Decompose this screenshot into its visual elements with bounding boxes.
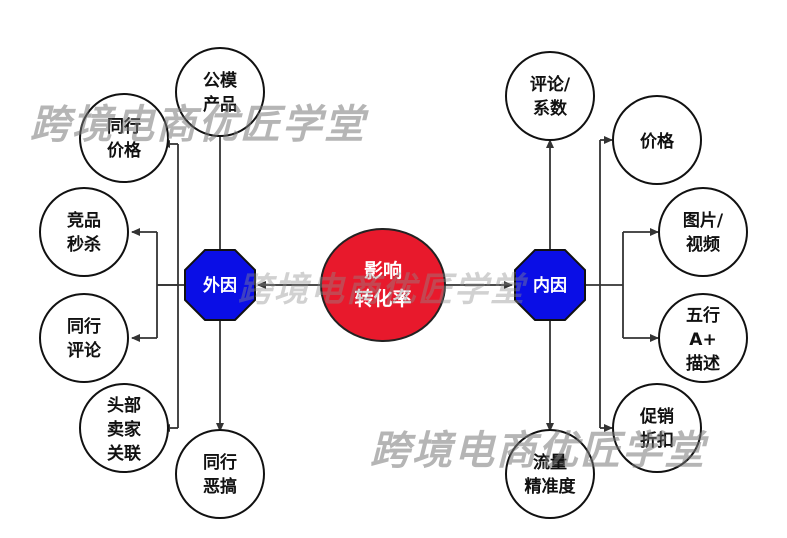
watermark-bottom-right: 跨境电商优匠学堂: [370, 427, 706, 474]
connectors: [131, 126, 659, 432]
watermark-top-left: 跨境电商优匠学堂: [30, 101, 366, 148]
node-top-models: 公模 产品: [175, 47, 265, 137]
peer-sabotage-line-1: 同行: [203, 452, 237, 473]
center-line-1: 影响: [364, 259, 402, 282]
node-five-bullets: 五行 A+ 描述: [658, 293, 748, 383]
top-seller-links-line-2: 卖家: [107, 419, 141, 440]
peer-sabotage-line-2: 恶搞: [203, 476, 237, 497]
top-models-line-1: 公模: [203, 70, 238, 91]
hub-external: 外因: [184, 249, 256, 321]
center-node: 影响 转化率: [320, 228, 446, 342]
price-line-1: 价格: [640, 131, 675, 152]
images-video-line-1: 图片/: [683, 210, 724, 231]
node-reviews-rating: 评论/ 系数: [505, 51, 595, 141]
reviews-rating-line-2: 系数: [533, 98, 568, 119]
node-peer-sabotage: 同行 恶搞: [175, 429, 265, 519]
hub-external-label: 外因: [203, 275, 237, 296]
top-models-line-2: 产品: [203, 94, 237, 115]
node-promo-discount: 促销 折扣: [612, 383, 702, 473]
five-bullets-line-3: 描述: [686, 353, 720, 374]
center-ellipse: [320, 228, 446, 342]
promo-discount-line-1: 促销: [639, 406, 674, 427]
node-peer-reviews: 同行 评论: [39, 293, 129, 383]
traffic-precision-line-1: 流量: [533, 452, 567, 473]
competitor-flash-line-1: 竞品: [67, 210, 101, 231]
five-bullets-line-1: 五行: [686, 305, 720, 326]
node-top-seller-links: 头部 卖家 关联: [79, 383, 169, 473]
node-price: 价格: [612, 95, 702, 185]
peer-pricing-line-2: 价格: [107, 140, 142, 161]
watermark-center: 跨境电商优匠学堂: [238, 270, 526, 310]
peer-reviews-line-2: 评论: [67, 340, 102, 361]
traffic-precision-line-2: 精准度: [525, 476, 577, 497]
node-images-video: 图片/ 视频: [658, 187, 748, 277]
promo-discount-line-2: 折扣: [640, 430, 674, 451]
competitor-flash-line-2: 秒杀: [67, 234, 101, 255]
peer-reviews-line-1: 同行: [67, 316, 101, 337]
node-traffic-precision: 流量 精准度: [505, 429, 595, 519]
reviews-rating-line-1: 评论/: [530, 74, 571, 95]
hub-external-shape: [184, 249, 256, 321]
top-seller-links-line-1: 头部: [107, 395, 141, 416]
images-video-line-2: 视频: [686, 234, 720, 255]
five-bullets-line-2: A+: [689, 330, 716, 350]
top-seller-links-line-3: 关联: [107, 443, 141, 464]
hub-internal-label: 内因: [533, 275, 567, 296]
center-line-2: 转化率: [354, 287, 411, 310]
hub-internal-shape: [514, 249, 586, 321]
peer-pricing-line-1: 同行: [107, 116, 141, 137]
hub-internal: 内因: [514, 249, 586, 321]
node-peer-pricing: 同行 价格: [79, 93, 169, 183]
node-competitor-flash: 竞品 秒杀: [39, 187, 129, 277]
